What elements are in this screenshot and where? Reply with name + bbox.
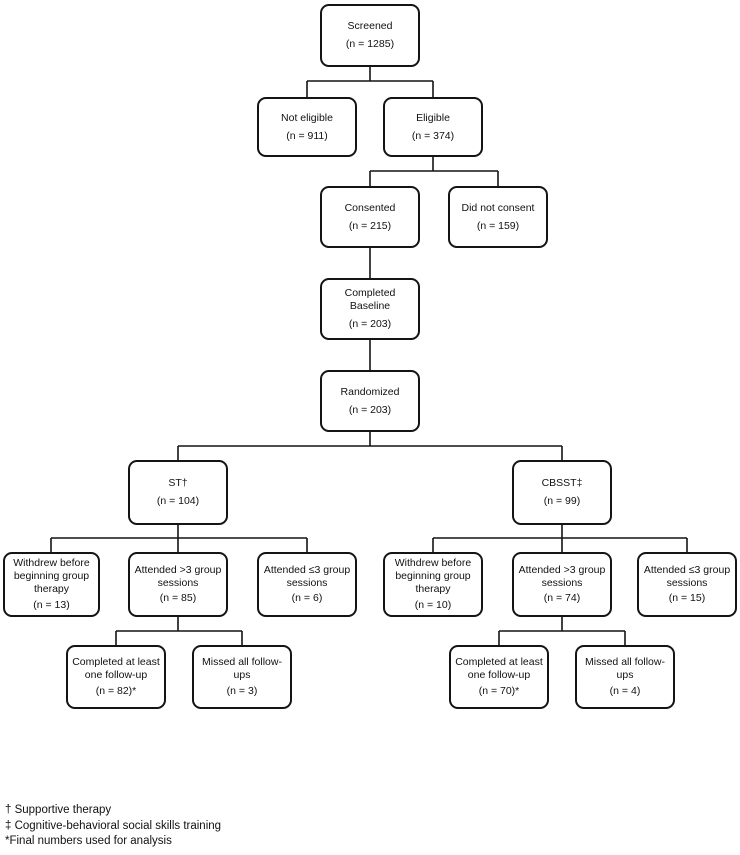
node-count: (n = 215) — [348, 219, 392, 232]
node-label: ST† — [168, 477, 188, 490]
flow-node-st-attended-gt3: Attended >3 group sessions (n = 85) — [128, 552, 228, 617]
node-label: Completed Baseline — [344, 287, 396, 313]
node-label: Did not consent — [461, 201, 535, 214]
flow-node-did-not-consent: Did not consent (n = 159) — [448, 186, 548, 248]
footnote-final-numbers: *Final numbers used for analysis — [5, 835, 172, 847]
flow-node-st-attended-le3: Attended ≤3 group sessions (n = 6) — [257, 552, 357, 617]
node-count: (n = 99) — [543, 495, 581, 507]
footnotes: † Supportive therapy ‡ Cognitive-behavio… — [5, 803, 221, 850]
node-count: (n = 203) — [348, 317, 392, 330]
node-label: Completed at least one follow-up — [72, 655, 160, 681]
node-label: Attended ≤3 group sessions — [263, 563, 351, 589]
node-label: Eligible — [416, 111, 450, 124]
footnote-supportive-therapy: † Supportive therapy — [5, 804, 112, 816]
flow-node-screened: Screened (n = 1285) — [320, 4, 420, 67]
node-count: (n = 82)* — [95, 685, 137, 698]
flow-node-completed-baseline: Completed Baseline (n = 203) — [320, 278, 420, 340]
flow-node-consented: Consented (n = 215) — [320, 186, 420, 248]
flow-node-cbsst-attended-le3: Attended ≤3 group sessions (n = 15) — [637, 552, 737, 617]
flow-node-cbsst-completed-followup: Completed at least one follow-up (n = 70… — [449, 645, 549, 709]
node-label: Attended >3 group sessions — [518, 563, 606, 589]
node-label: Consented — [344, 201, 396, 214]
flow-node-st-arm: ST† (n = 104) — [128, 460, 228, 525]
flow-node-cbsst-attended-gt3: Attended >3 group sessions (n = 74) — [512, 552, 612, 617]
node-label: Attended >3 group sessions — [134, 563, 222, 589]
node-label: Randomized — [340, 385, 400, 398]
flow-node-not-eligible: Not eligible (n = 911) — [257, 97, 357, 157]
node-count: (n = 4) — [609, 685, 641, 698]
flow-node-cbsst-missed-followups: Missed all follow-ups (n = 4) — [575, 645, 675, 709]
node-count: (n = 74) — [543, 592, 581, 605]
flow-node-cbsst-arm: CBSST‡ (n = 99) — [512, 460, 612, 525]
node-label: Missed all follow-ups — [585, 655, 665, 681]
node-count: (n = 3) — [226, 685, 258, 698]
footnote-cbsst-definition: ‡ Cognitive-behavioral social skills tra… — [5, 819, 222, 832]
node-label: Completed at least one follow-up — [455, 655, 543, 681]
flow-node-st-completed-followup: Completed at least one follow-up (n = 82… — [66, 645, 166, 709]
node-label: Withdrew before beginning group therapy — [13, 557, 90, 595]
node-count: (n = 159) — [476, 219, 520, 232]
node-count: (n = 203) — [348, 403, 392, 416]
flow-node-eligible: Eligible (n = 374) — [383, 97, 483, 157]
node-count: (n = 13) — [33, 598, 70, 611]
node-label: CBSST‡ — [541, 477, 583, 490]
node-label: Screened — [347, 20, 393, 33]
flow-node-cbsst-withdrew: Withdrew before beginning group therapy … — [383, 552, 483, 617]
node-count: (n = 104) — [156, 495, 200, 507]
node-label: Withdrew before beginning group therapy — [394, 557, 472, 595]
node-count: (n = 15) — [668, 592, 706, 605]
node-label: Attended ≤3 group sessions — [643, 563, 731, 589]
node-label: Not eligible — [281, 111, 333, 124]
node-count: (n = 85) — [159, 592, 197, 605]
node-label: Missed all follow-ups — [202, 655, 282, 681]
node-count: (n = 70)* — [478, 685, 520, 698]
node-count: (n = 374) — [411, 129, 455, 142]
node-count: (n = 10) — [414, 598, 452, 611]
node-count: (n = 6) — [291, 592, 323, 605]
node-count: (n = 1285) — [345, 38, 395, 50]
node-count: (n = 911) — [286, 129, 328, 142]
flow-node-st-withdrew: Withdrew before beginning group therapy … — [3, 552, 100, 617]
flow-node-st-missed-followups: Missed all follow-ups (n = 3) — [192, 645, 292, 709]
flow-node-randomized: Randomized (n = 203) — [320, 370, 420, 432]
